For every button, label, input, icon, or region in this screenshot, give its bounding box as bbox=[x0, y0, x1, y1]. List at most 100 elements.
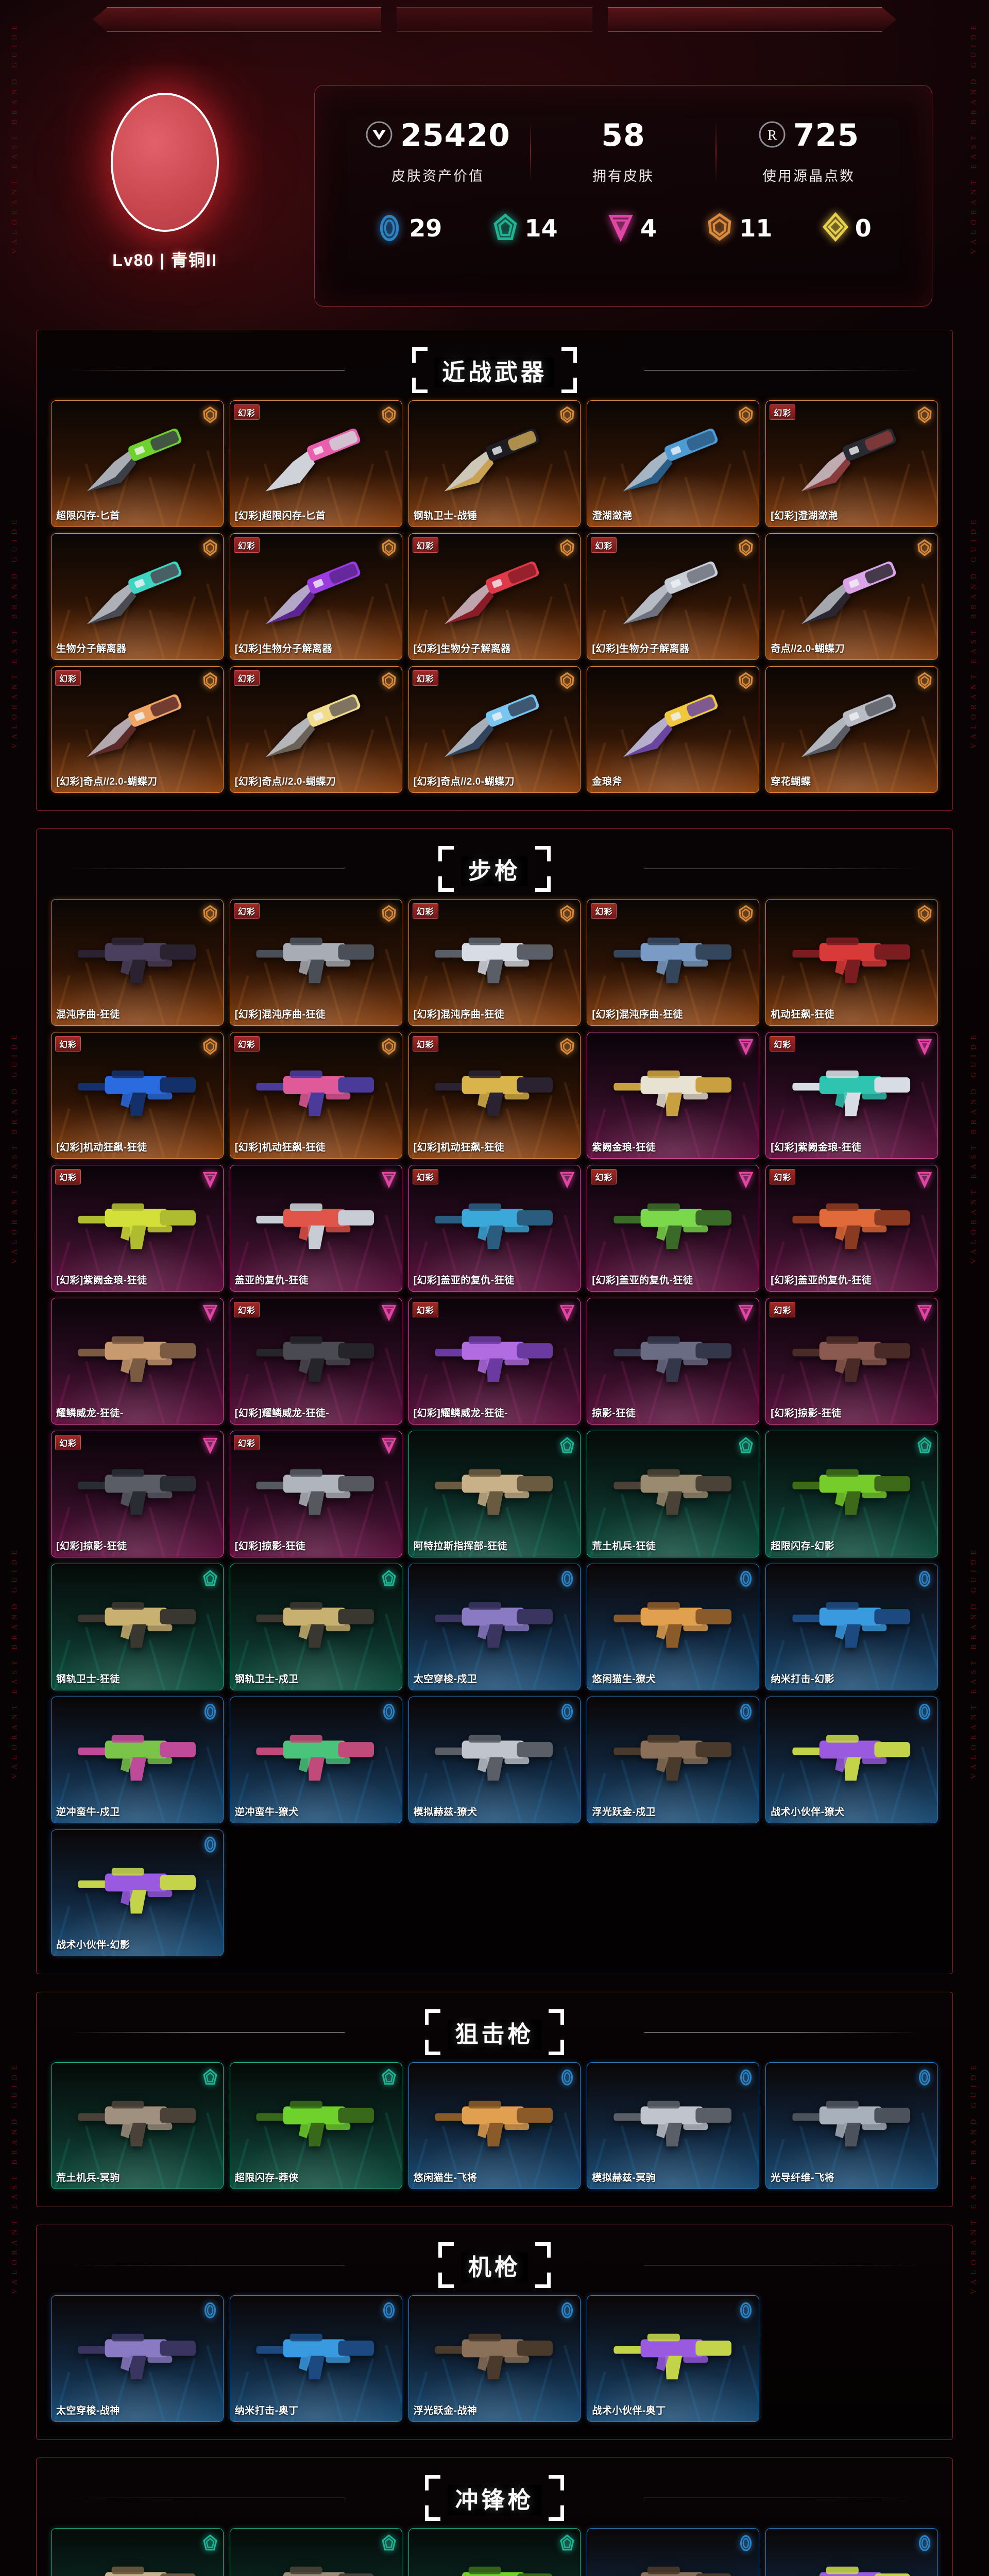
skin-card[interactable]: 幻彩 [幻彩]机动狂飙-狂徒 bbox=[408, 1032, 581, 1159]
skin-name: [幻彩]盖亚的复仇-狂徒 bbox=[413, 1275, 515, 1286]
skin-card[interactable]: 机动狂飙-狂徒 bbox=[765, 899, 938, 1026]
skin-card[interactable]: 幻彩 [幻彩]生物分子解离器 bbox=[408, 533, 581, 660]
stat-skin-count: 58 拥有皮肤 bbox=[531, 117, 715, 185]
chroma-badge: 幻彩 bbox=[770, 1302, 796, 1317]
skin-card[interactable]: 幻彩 [幻彩]生物分子解离器 bbox=[587, 533, 760, 660]
skin-card[interactable]: 战术小伙伴-奥丁 bbox=[587, 2295, 760, 2422]
skin-grid: 荒土机兵-冥驹 超限闪存-莽侠 bbox=[51, 2062, 938, 2189]
skin-card[interactable]: 幻彩 [幻彩]紫阙金琅-狂徒 bbox=[51, 1165, 224, 1292]
skin-card[interactable]: 生物分子解离器 bbox=[51, 533, 224, 660]
skin-card[interactable]: 幻彩 [幻彩]掠影-狂徒 bbox=[229, 1431, 402, 1557]
skin-card[interactable]: 逆冲蛮牛-戍卫 bbox=[51, 1697, 224, 1823]
skin-card[interactable]: 悠闲猫生-獠犬 bbox=[587, 1564, 760, 1690]
skin-card[interactable]: 钢轨卫士-战锤 bbox=[408, 400, 581, 527]
weapon-image bbox=[254, 418, 378, 502]
weapon-image bbox=[76, 1198, 199, 1253]
skin-card[interactable]: 浮光跃金-骇灵 bbox=[587, 2528, 760, 2576]
skin-card[interactable]: 幻彩 [幻彩]机动狂飙-狂徒 bbox=[229, 1032, 402, 1159]
skin-card[interactable]: 悠闲猫生-飞将 bbox=[408, 2062, 581, 2189]
skin-card[interactable]: 太空穿梭-戍卫 bbox=[408, 1564, 581, 1690]
skin-card[interactable]: 混沌序曲-狂徒 bbox=[51, 899, 224, 1026]
weapon-image bbox=[433, 2095, 556, 2150]
skin-card[interactable]: 幻彩 [幻彩]盖亚的复仇-狂徒 bbox=[765, 1165, 938, 1292]
skin-card[interactable]: 金琅斧 bbox=[587, 666, 760, 793]
rail-text: VALORANT EAST BRAND GUIDE bbox=[10, 21, 19, 254]
skin-card[interactable]: 超限闪存-蜂刺 bbox=[408, 2528, 581, 2576]
skin-card[interactable]: 模拟赫兹-獠犬 bbox=[408, 1697, 581, 1823]
rarity-count-value: 11 bbox=[739, 214, 773, 242]
skin-card[interactable]: 阿特拉斯指挥部-骇灵 bbox=[51, 2528, 224, 2576]
weapon-image bbox=[790, 551, 914, 635]
weapon-image bbox=[611, 1464, 735, 1519]
skin-card[interactable]: 纳米打击-奥丁 bbox=[229, 2295, 402, 2422]
weapon-image bbox=[76, 1331, 199, 1386]
weapon-image bbox=[433, 2328, 556, 2383]
skin-card[interactable]: 幻彩 [幻彩]盖亚的复仇-狂徒 bbox=[587, 1165, 760, 1292]
skin-card[interactable]: 荒土机兵-骇灵 bbox=[229, 2528, 402, 2576]
rarity-count-value: 14 bbox=[524, 214, 558, 242]
skin-card[interactable]: 幻彩 [幻彩]生物分子解离器 bbox=[229, 533, 402, 660]
skin-card[interactable]: 幻彩 [幻彩]盖亚的复仇-狂徒 bbox=[408, 1165, 581, 1292]
skin-card[interactable]: 阿特拉斯指挥部-狂徒 bbox=[408, 1431, 581, 1557]
skin-card[interactable]: 幻彩 [幻彩]掠影-狂徒 bbox=[51, 1431, 224, 1557]
stat-value: 725 bbox=[793, 117, 860, 154]
skin-card[interactable]: 超限闪存-莽侠 bbox=[229, 2062, 402, 2189]
skin-card[interactable]: 幻彩 [幻彩]澄湖潋滟 bbox=[765, 400, 938, 527]
skin-card[interactable]: 幻彩 [幻彩]耀鳞威龙-狂徒- bbox=[408, 1298, 581, 1425]
skin-card[interactable]: 幻彩 [幻彩]混沌序曲-狂徒 bbox=[408, 899, 581, 1026]
skin-card[interactable]: 幻彩 [幻彩]混沌序曲-狂徒 bbox=[229, 899, 402, 1026]
skin-card[interactable]: 模拟赫兹-冥驹 bbox=[587, 2062, 760, 2189]
skin-card[interactable]: 掠影-狂徒 bbox=[587, 1298, 760, 1425]
chroma-badge: 幻彩 bbox=[55, 670, 81, 686]
bracket-top-left-icon bbox=[438, 845, 454, 861]
skin-card[interactable]: 钢轨卫士-狂徒 bbox=[51, 1564, 224, 1690]
section-header: 机枪 bbox=[51, 2234, 938, 2295]
skin-card[interactable]: 幻彩 [幻彩]紫阙金琅-狂徒 bbox=[765, 1032, 938, 1159]
skin-card[interactable]: 盖亚的复仇-狂徒 bbox=[229, 1165, 402, 1292]
chroma-badge: 幻彩 bbox=[412, 1302, 438, 1317]
deluxe-rarity-icon bbox=[558, 1435, 576, 1455]
ultra-rarity-icon bbox=[558, 538, 576, 557]
skin-card[interactable]: 澄湖潋滟 bbox=[587, 400, 760, 527]
skin-card[interactable]: 超限闪存-幻影 bbox=[765, 1431, 938, 1557]
skin-card[interactable]: 幻彩 [幻彩]奇点//2.0-蝴蝶刀 bbox=[229, 666, 402, 793]
skin-card[interactable]: 战术小伙伴-幻影 bbox=[51, 1829, 224, 1956]
skin-card[interactable]: 奇点//2.0-蝴蝶刀 bbox=[765, 533, 938, 660]
card-artwork bbox=[230, 1697, 402, 1823]
weapon-image bbox=[433, 684, 557, 768]
skin-card[interactable]: 浮光跃金-战神 bbox=[408, 2295, 581, 2422]
skin-card[interactable]: 幻彩 [幻彩]奇点//2.0-蝴蝶刀 bbox=[51, 666, 224, 793]
select-rarity-icon bbox=[375, 211, 404, 246]
skin-card[interactable]: 光导纤维-飞将 bbox=[765, 2062, 938, 2189]
skin-card[interactable]: 幻彩 [幻彩]耀鳞威龙-狂徒- bbox=[229, 1298, 402, 1425]
skin-card[interactable]: 幻彩 [幻彩]奇点//2.0-蝴蝶刀 bbox=[408, 666, 581, 793]
weapon-image bbox=[75, 551, 199, 635]
skin-card[interactable]: 幻彩 [幻彩]超限闪存-匕首 bbox=[229, 400, 402, 527]
skin-card[interactable]: 纳米打击-幻影 bbox=[765, 1564, 938, 1690]
skin-card[interactable]: 战术小伙伴-蜂刺 bbox=[765, 2528, 938, 2576]
skin-name: 生物分子解离器 bbox=[56, 643, 127, 654]
skin-card[interactable]: 逆冲蛮牛-獠犬 bbox=[229, 1697, 402, 1823]
chroma-badge: 幻彩 bbox=[412, 1169, 438, 1184]
deluxe-rarity-icon bbox=[201, 2533, 219, 2552]
bracket-bottom-left-icon bbox=[425, 2505, 441, 2521]
skin-card[interactable]: 幻彩 [幻彩]机动狂飙-狂徒 bbox=[51, 1032, 224, 1159]
skin-card[interactable]: 荒土机兵-狂徒 bbox=[587, 1431, 760, 1557]
skin-card[interactable]: 战术小伙伴-獠犬 bbox=[765, 1697, 938, 1823]
skin-card[interactable]: 穿花蝴蝶 bbox=[765, 666, 938, 793]
skin-name: 浮光跃金-战神 bbox=[413, 2405, 478, 2416]
weapon-image bbox=[611, 1597, 735, 1652]
radianite-icon: R bbox=[758, 121, 786, 151]
chroma-badge: 幻彩 bbox=[55, 1435, 81, 1450]
skin-card[interactable]: 幻彩 [幻彩]混沌序曲-狂徒 bbox=[587, 899, 760, 1026]
skin-card[interactable]: 浮光跃金-戍卫 bbox=[587, 1697, 760, 1823]
skin-card[interactable]: 钢轨卫士-戍卫 bbox=[229, 1564, 402, 1690]
skin-card[interactable]: 超限闪存-匕首 bbox=[51, 400, 224, 527]
skin-card[interactable]: 耀鳞威龙-狂徒- bbox=[51, 1298, 224, 1425]
skin-card[interactable]: 太空穿梭-战神 bbox=[51, 2295, 224, 2422]
skin-card[interactable]: 幻彩 [幻彩]掠影-狂徒 bbox=[765, 1298, 938, 1425]
skin-card[interactable]: 紫阙金琅-狂徒 bbox=[587, 1032, 760, 1159]
premium-rarity-icon bbox=[606, 211, 635, 246]
skin-card[interactable]: 荒土机兵-冥驹 bbox=[51, 2062, 224, 2189]
skin-name: 纳米打击-奥丁 bbox=[234, 2405, 299, 2416]
